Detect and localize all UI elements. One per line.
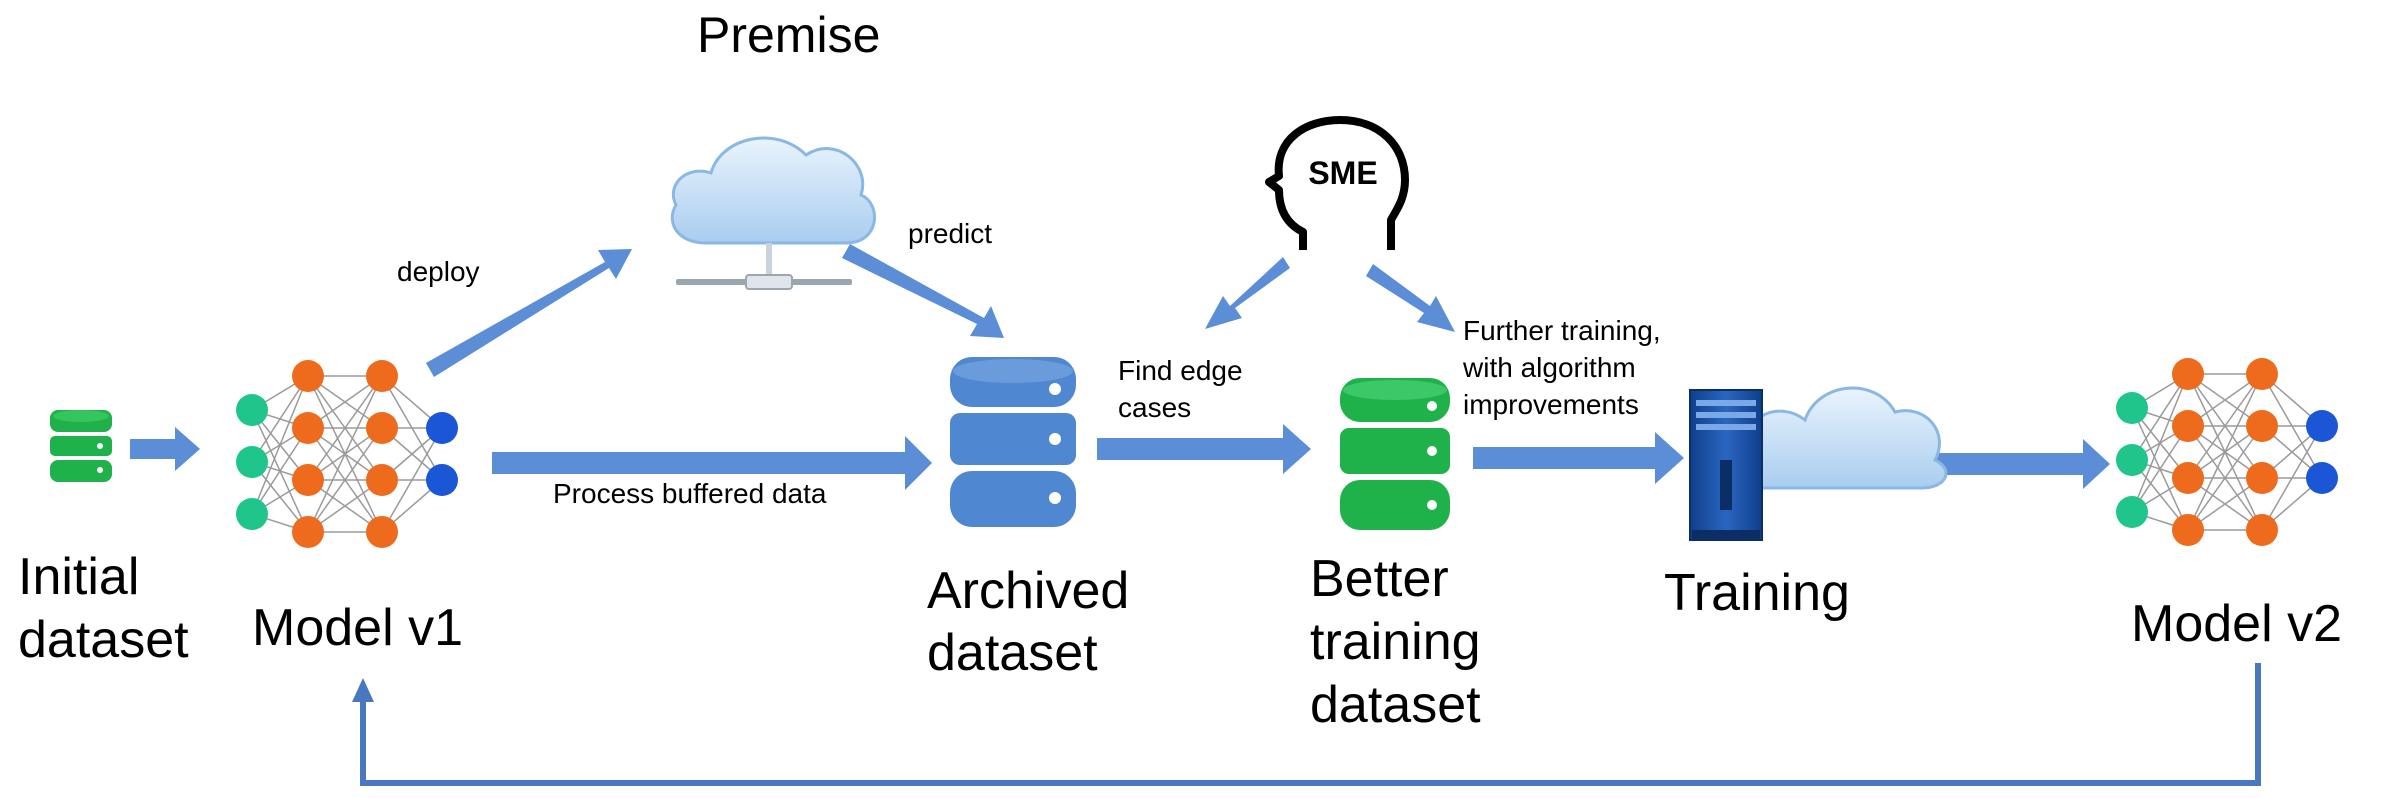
nn-input-node <box>2116 496 2148 528</box>
nn-hidden-node <box>366 360 398 392</box>
nn-hidden-node <box>2246 358 2278 390</box>
arrow-sme-right <box>1366 264 1455 332</box>
neural-network-icon <box>2116 358 2338 546</box>
arrow-find-edge-cases <box>1097 424 1311 474</box>
nn-connection <box>2187 373 2263 479</box>
nn-input-node <box>236 394 268 426</box>
nn-input-node <box>2116 392 2148 424</box>
node-label-model-v1: Model v1 <box>252 599 463 657</box>
nn-output-node <box>2306 410 2338 442</box>
nn-connection <box>251 427 309 515</box>
edge-label-process-buffered-data: Process buffered data <box>553 478 827 509</box>
node-label-training: Training <box>1664 564 1850 622</box>
edge-label-find-edge-cases: Find edge cases <box>1118 355 1250 423</box>
arrow-training-to-model-v2 <box>1898 439 2110 489</box>
edge-label-deploy: deploy <box>397 256 480 287</box>
nn-hidden-node <box>2172 514 2204 546</box>
archived-dataset-line: Archived <box>927 562 1129 620</box>
nn-connection <box>307 427 383 533</box>
nn-connection <box>307 375 383 481</box>
arrow-feedback-loop <box>360 663 2261 786</box>
node-label-archived-dataset: Archived dataset <box>927 562 1144 682</box>
nn-hidden-node <box>366 464 398 496</box>
arrow-further-training <box>1473 432 1684 484</box>
arrow-deploy <box>426 249 632 377</box>
nn-hidden-node <box>2172 358 2204 390</box>
better-training-dataset-line: Better <box>1310 550 1449 608</box>
arrow-sme-left <box>1205 257 1290 329</box>
node-label-better-training-dataset: Better training dataset <box>1310 550 1495 734</box>
nn-output-node <box>426 464 458 496</box>
cloud-server-icon <box>670 136 876 290</box>
initial-dataset-line: dataset <box>18 611 189 669</box>
better-training-dataset-line: training <box>1310 613 1481 671</box>
arrows <box>130 244 2261 786</box>
diagram-labels: Premise deploy predict Process buffered … <box>18 7 2342 734</box>
nn-hidden-node <box>292 464 324 496</box>
sme-head-icon: SME <box>1265 116 1409 250</box>
nn-output-node <box>426 412 458 444</box>
nn-hidden-node <box>2172 410 2204 442</box>
nn-hidden-node <box>366 516 398 548</box>
initial-dataset-line: Initial <box>18 548 139 606</box>
nn-hidden-node <box>292 412 324 444</box>
find-edge-cases-line: Find edge <box>1118 355 1243 386</box>
nn-connections <box>251 375 443 533</box>
further-training-line: improvements <box>1463 389 1639 420</box>
better-training-dataset-line: dataset <box>1310 676 1481 734</box>
nn-connection <box>307 375 383 533</box>
nn-connection <box>251 375 309 515</box>
node-label-initial-dataset: Initial dataset <box>18 548 189 669</box>
archived-dataset-line: dataset <box>927 624 1098 682</box>
edge-label-predict: predict <box>908 218 992 249</box>
arrow-dataset-to-model <box>130 427 200 471</box>
database-icon <box>950 357 1076 527</box>
server-cloud-icon <box>1689 386 1948 541</box>
arrow-predict <box>842 244 1004 338</box>
nn-hidden-node <box>292 360 324 392</box>
nn-connection <box>381 427 443 533</box>
edge-label-further-training: Further training, with algorithm improve… <box>1462 315 1668 420</box>
premise-label: Premise <box>697 7 880 63</box>
nn-connection <box>251 375 309 463</box>
nn-hidden-node <box>292 516 324 548</box>
nn-connection <box>2131 373 2189 513</box>
node-label-model-v2: Model v2 <box>2131 595 2342 653</box>
database-icon <box>1340 378 1450 530</box>
neural-network-icon <box>236 360 458 548</box>
nn-hidden-node <box>2246 462 2278 494</box>
nn-connection <box>2131 373 2189 461</box>
nn-connection <box>2187 425 2263 531</box>
find-edge-cases-line: cases <box>1118 392 1191 423</box>
nn-hidden-node <box>2172 462 2204 494</box>
nn-connections <box>2131 373 2323 531</box>
arrow-process-buffered-data <box>492 436 932 490</box>
nn-connection <box>2131 425 2189 513</box>
nn-hidden-node <box>2246 514 2278 546</box>
nn-output-node <box>2306 462 2338 494</box>
nn-hidden-node <box>366 412 398 444</box>
further-training-line: Further training, <box>1463 315 1661 346</box>
nn-input-node <box>236 446 268 478</box>
sme-text: SME <box>1308 155 1377 191</box>
nn-hidden-node <box>2246 410 2278 442</box>
database-icon <box>50 410 112 482</box>
arrow-feedback-head <box>352 678 374 702</box>
nn-input-node <box>2116 444 2148 476</box>
further-training-line: with algorithm <box>1462 352 1636 383</box>
nn-input-node <box>236 498 268 530</box>
nn-connection <box>2261 425 2323 531</box>
nn-connection <box>2187 373 2263 531</box>
